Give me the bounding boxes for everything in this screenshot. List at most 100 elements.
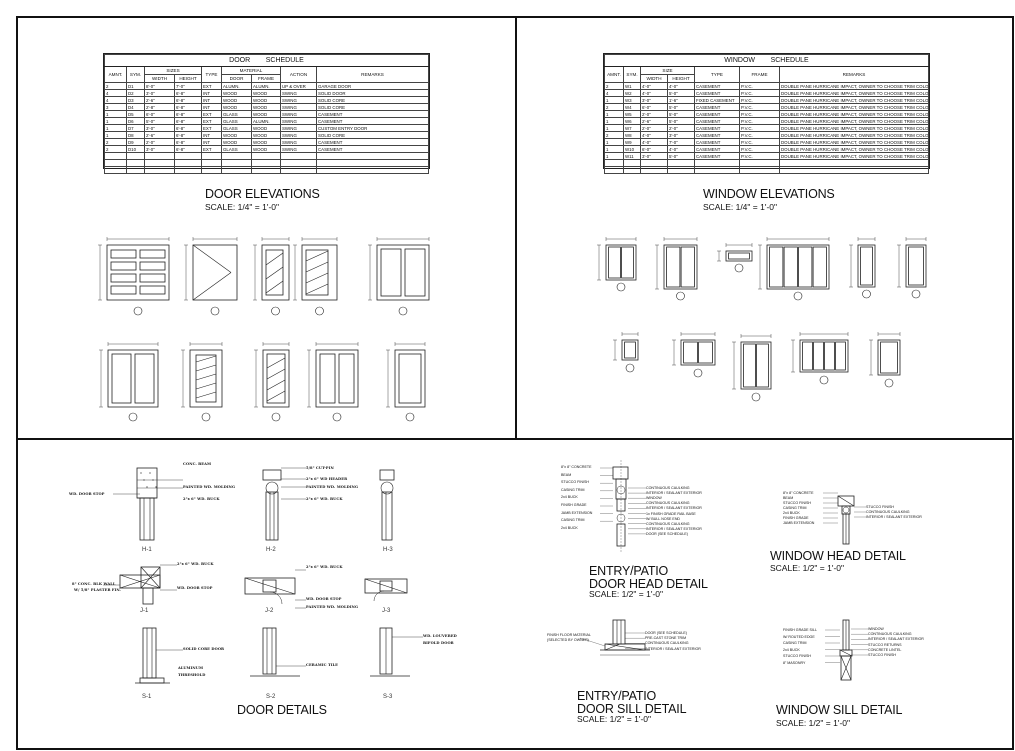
stripe [305, 250, 329, 262]
note-j1-stop: WD. DOOR STOP [177, 586, 213, 590]
detail-label-j1: J-1 [140, 608, 149, 614]
hatch [604, 643, 621, 651]
hatch [244, 577, 296, 595]
detail-note: INTERIOR / SEALANT EXTERIOR [866, 515, 922, 519]
stripe [305, 283, 329, 295]
door-elevations-scale: SCALE: 1/4" = 1'-0" [205, 202, 280, 212]
detail-note: W/ ROUTED EDGE [783, 634, 815, 639]
detail-note: WINDOW [868, 627, 884, 631]
entry-sill-title-2: DOOR SILL DETAIL [577, 702, 687, 717]
aggregate-dot [149, 472, 151, 474]
door-swing [373, 590, 385, 602]
detail-note: CONTINUOUS CAULKING [646, 521, 690, 526]
stripe [195, 364, 217, 372]
note-s3-louver: WD. LOUVERED [423, 634, 457, 638]
door-panel [139, 249, 166, 259]
door-elevation-d5 [376, 244, 430, 301]
table-row-empty [104, 166, 429, 174]
detail-note: CONTINUOUS CAULKING [866, 510, 910, 514]
door-frame-inner [305, 249, 329, 296]
detail-note: DOOR (SEE SCHEDULE) [646, 531, 688, 536]
window-schedule: WINDOW SCHEDULE AMNT. SYM. SIZE TYPE FRA… [603, 53, 930, 174]
elevation-tag [405, 412, 415, 422]
detail-note: CASING TRIM [783, 641, 807, 645]
detail-note: CONTINUOUS CAULKING [646, 486, 690, 490]
stripe [265, 266, 284, 280]
glass-leaf [404, 248, 426, 297]
note-painted-molding-2: PAINTED WD. MOLDING [306, 485, 359, 489]
door-leaf [262, 627, 277, 675]
hatch [140, 566, 161, 589]
stripe [195, 391, 217, 399]
note-conc-beam: CONC. BEAM [183, 462, 212, 466]
hatch [837, 495, 855, 507]
detail-note: STUCCO FINISH [561, 480, 589, 485]
door-jamb [265, 491, 279, 541]
glass-leaf [319, 353, 336, 404]
window-sash [880, 341, 898, 374]
elevation-tag [315, 306, 324, 316]
stripe [195, 382, 217, 390]
door-elevation-d10 [394, 349, 426, 408]
door-panel [110, 273, 137, 283]
window-sash [908, 246, 924, 286]
window-sash [698, 341, 713, 364]
window-sash [813, 341, 824, 371]
door-elevation-d7 [189, 349, 223, 408]
glass-leaf [134, 353, 155, 404]
window-elevation [725, 250, 753, 262]
elevation-tag [676, 291, 685, 301]
window-sash [824, 341, 835, 371]
window-sash [743, 343, 756, 388]
hatch [604, 643, 646, 651]
aggregate-dot [146, 486, 148, 488]
panel-details [16, 438, 1014, 750]
door-leaf [142, 587, 154, 605]
door-frame-inner [195, 354, 217, 403]
window-sash [802, 341, 813, 371]
window-sash [683, 341, 698, 364]
door-elevation-garage [106, 244, 170, 301]
door-panel [139, 285, 166, 295]
elevation-tag [793, 291, 803, 301]
note-j2-stop: WD. DOOR STOP [306, 597, 342, 601]
door-elevation-d6 [107, 349, 159, 408]
detail-note: CASING TRIM [561, 487, 585, 492]
hatch [119, 574, 161, 589]
window-sash [769, 246, 784, 288]
aggregate-dot [140, 472, 142, 474]
casing-trim [842, 506, 850, 514]
window-sash [798, 246, 813, 288]
window-sash [860, 246, 873, 286]
detail-note: 2x4 BUCK [561, 525, 578, 530]
window-sash [783, 246, 798, 288]
detail-note: INTERIOR / SEALANT EXTERIOR [646, 491, 702, 496]
stripe [195, 355, 217, 363]
stripe [266, 390, 286, 402]
glass-leaf [338, 353, 355, 404]
window-elevation [766, 244, 830, 290]
door-frame [612, 619, 626, 645]
stripe [265, 252, 284, 266]
window-elevation [877, 339, 901, 376]
note-buck-2: 2"x 6" WD. BUCK [306, 497, 343, 501]
hatch [839, 649, 853, 657]
elevation-tag [271, 306, 280, 316]
window-sash [812, 246, 827, 288]
stripe [265, 280, 284, 294]
stripe [195, 373, 217, 381]
window-elevation [740, 341, 772, 390]
detail-note: BEAM [561, 472, 572, 477]
window-elevation [799, 339, 849, 373]
elevation-tag [862, 289, 871, 299]
detail-note: JAMB EXTENSION [561, 510, 593, 515]
elevation-tag [398, 306, 408, 316]
detail-note: STUCCO FINISH [868, 653, 896, 657]
detail-note: CASING TRIM [561, 518, 585, 523]
door-leaf [142, 627, 157, 679]
entry-head-title: ENTRY/PATIO DOOR HEAD DETAIL [589, 564, 708, 591]
note-s3-bifold: BIFOLD DOOR [423, 641, 454, 645]
